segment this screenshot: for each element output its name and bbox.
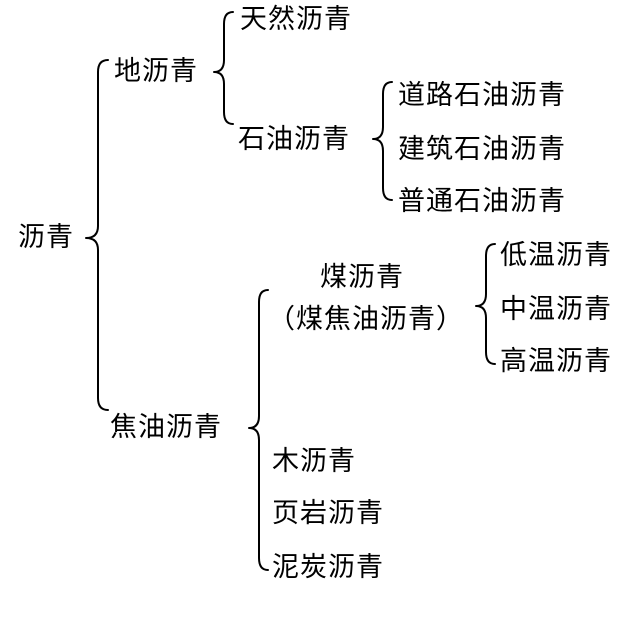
node-peat-asphalt: 泥炭沥青	[272, 552, 384, 583]
node-low-temp-asphalt: 低温沥青	[500, 240, 612, 271]
node-coal-tar-asphalt-alias: （煤焦油沥青）	[268, 304, 464, 335]
brace-coal	[475, 243, 496, 365]
node-road-petroleum-asphalt: 道路石油沥青	[398, 80, 566, 111]
node-wood-asphalt: 木沥青	[272, 446, 356, 477]
brace-petroleum	[372, 81, 393, 201]
node-tar-asphalt: 焦油沥青	[110, 412, 222, 443]
node-ground-asphalt: 地沥青	[114, 56, 198, 87]
node-building-petroleum-asphalt: 建筑石油沥青	[398, 134, 566, 165]
node-asphalt: 沥青	[18, 222, 74, 253]
brace-root	[85, 59, 109, 411]
node-common-petroleum-asphalt: 普通石油沥青	[398, 186, 566, 217]
node-petroleum-asphalt: 石油沥青	[238, 124, 350, 155]
brace-ground-asphalt	[213, 11, 234, 125]
brace-tar	[248, 289, 269, 571]
node-shale-asphalt: 页岩沥青	[272, 498, 384, 529]
node-mid-temp-asphalt: 中温沥青	[500, 294, 612, 325]
node-natural-asphalt: 天然沥青	[240, 4, 352, 35]
node-coal-asphalt: 煤沥青	[320, 262, 404, 293]
node-high-temp-asphalt: 高温沥青	[500, 346, 612, 377]
